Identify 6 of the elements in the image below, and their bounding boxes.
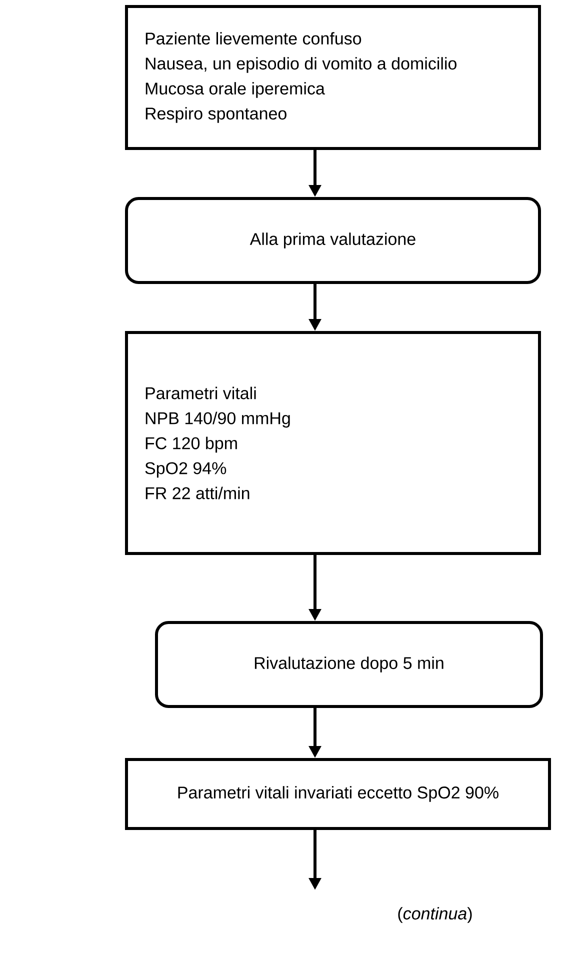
- continuation-note: (continua): [398, 907, 472, 923]
- process-box: Paziente lievemente confuso Nausea, un episodio di vomito a domicilio Mucosa orale iperemica Respiro spontaneo: [125, 5, 541, 150]
- process-box: Parametri vitali invariati eccetto SpO2 90%: [125, 758, 551, 830]
- rounded-box: Alla prima valutazione: [125, 197, 541, 284]
- process-box: Parametri vitali NPB 140/90 mmHg FC 120 bpm SpO2 94% FR 22 atti/min: [125, 331, 541, 555]
- rounded-box: Rivalutazione dopo 5 min: [155, 621, 543, 708]
